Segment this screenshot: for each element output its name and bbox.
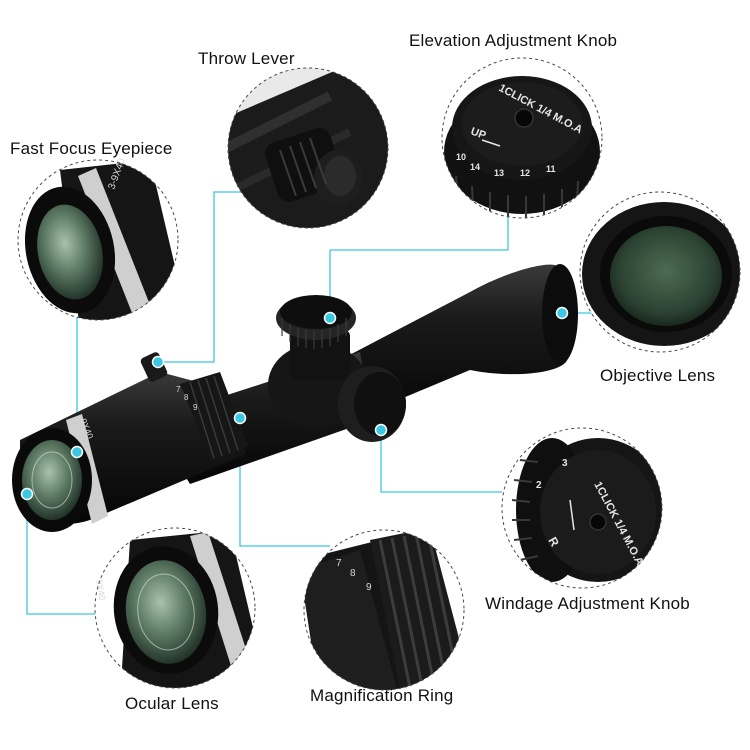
ocular-lens-detail: 9X40 — [94, 527, 256, 689]
dot-objective — [555, 306, 569, 320]
label-magnification-ring: Magnification Ring — [310, 686, 454, 705]
eyepiece-lens — [37, 204, 103, 300]
mag-ring-num-7: 7 — [336, 558, 342, 569]
dot-windage — [374, 423, 388, 437]
ocular-lens-glass — [125, 560, 207, 664]
elevation-num-14: 14 — [470, 162, 480, 172]
dot-eyepiece — [70, 445, 84, 459]
dot-throw-lever — [151, 355, 165, 369]
ocular-lens-front — [22, 440, 82, 520]
label-elevation-knob: Elevation Adjustment Knob — [409, 31, 618, 50]
body-mag-7: 7 — [176, 385, 181, 394]
elevation-num-11: 11 — [546, 164, 556, 174]
ocular-spec-text: 9X40 — [94, 579, 108, 601]
magnification-ring-body — [180, 372, 248, 462]
label-ocular-lens: Ocular Lens — [125, 694, 219, 713]
elevation-num-13: 13 — [494, 168, 504, 178]
magnification-ring-detail: 7 8 9 — [303, 529, 465, 691]
dot-elevation — [323, 311, 337, 325]
windage-num-2: 2 — [536, 480, 542, 491]
scope-body — [12, 264, 578, 532]
body-mag-9: 9 — [193, 403, 198, 412]
label-fast-focus-eyepiece: Fast Focus Eyepiece — [10, 139, 173, 158]
callout-line-ocular — [26, 494, 96, 615]
elevation-up-text: UP — [469, 126, 487, 143]
callout-line-elevation — [329, 206, 509, 318]
objective-lens-glass — [610, 226, 722, 326]
windage-knob-detail: 1CLICK 1/4 M.O.A R 2 3 — [501, 427, 663, 589]
mag-ring-num-9: 9 — [366, 582, 372, 593]
fast-focus-eyepiece-detail: 3-9X40 — [17, 157, 179, 321]
label-objective-lens: Objective Lens — [600, 366, 716, 385]
objective-lens-detail — [579, 191, 741, 353]
callout-line-throw-lever — [158, 191, 246, 363]
label-throw-lever: Throw Lever — [198, 49, 295, 68]
elevation-num-10: 10 — [456, 152, 466, 162]
callout-dots — [20, 306, 569, 501]
throw-lever-detail — [227, 67, 389, 229]
mag-ring-num-8: 8 — [350, 568, 356, 579]
dot-magnification — [233, 411, 247, 425]
elevation-num-12: 12 — [520, 168, 530, 178]
body-mag-8: 8 — [184, 393, 189, 402]
dot-ocular — [20, 487, 34, 501]
callout-line-windage — [380, 430, 502, 493]
windage-num-3: 3 — [562, 458, 568, 469]
elevation-knob-detail: 1CLICK 1/4 M.O.A UP 14 13 12 11 10 — [441, 57, 603, 219]
label-windage-knob: Windage Adjustment Knob — [485, 594, 690, 613]
